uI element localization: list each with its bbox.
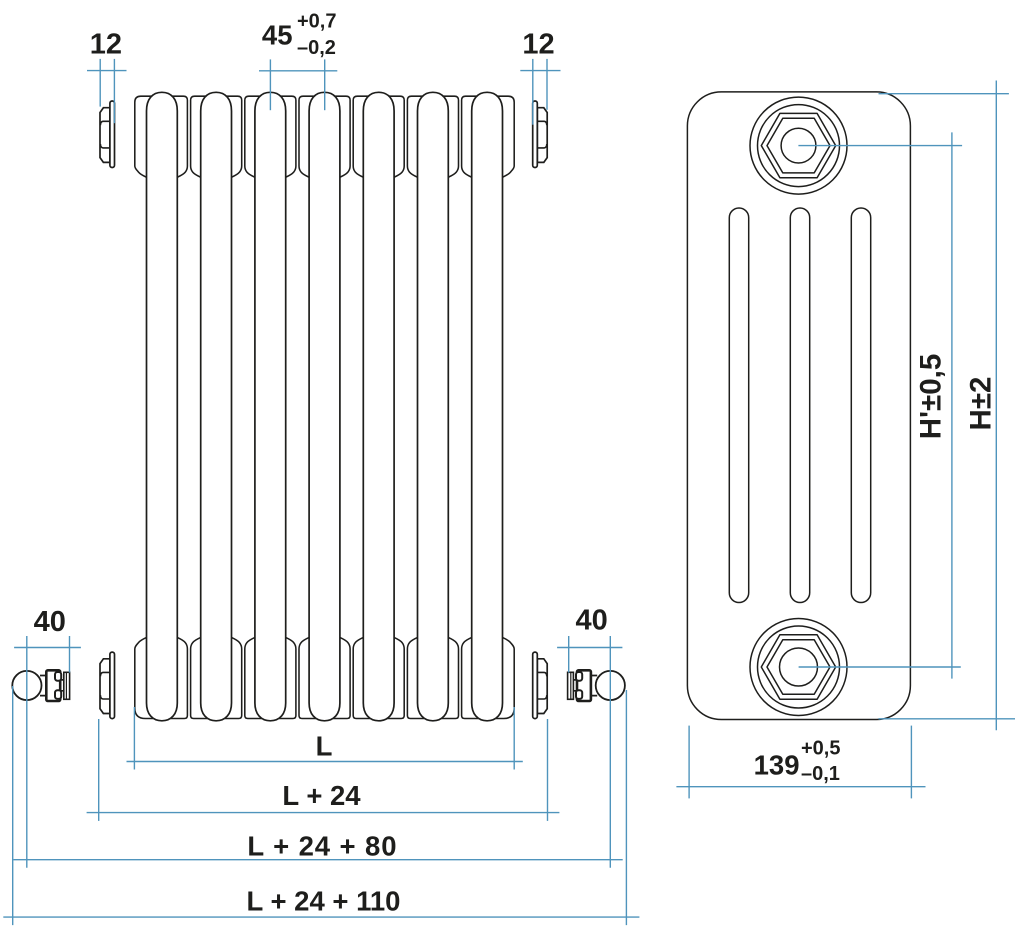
svg-text:40: 40: [34, 606, 66, 638]
svg-text:H'±0,5: H'±0,5: [915, 354, 948, 440]
svg-text:12: 12: [522, 28, 554, 60]
svg-text:L + 24 + 110: L + 24 + 110: [247, 886, 401, 917]
svg-text:L + 24 + 80: L + 24 + 80: [247, 831, 397, 862]
svg-text:139: 139: [754, 750, 800, 781]
svg-text:H±2: H±2: [965, 377, 998, 431]
svg-text:12: 12: [90, 28, 122, 60]
svg-text:–0,2: –0,2: [297, 37, 336, 59]
svg-text:–0,1: –0,1: [801, 763, 840, 785]
svg-text:L + 24: L + 24: [282, 780, 361, 811]
svg-text:+0,5: +0,5: [801, 737, 840, 759]
svg-text:40: 40: [575, 605, 607, 637]
svg-text:+0,7: +0,7: [297, 11, 336, 33]
svg-text:45: 45: [262, 20, 293, 51]
svg-text:L: L: [316, 731, 333, 762]
